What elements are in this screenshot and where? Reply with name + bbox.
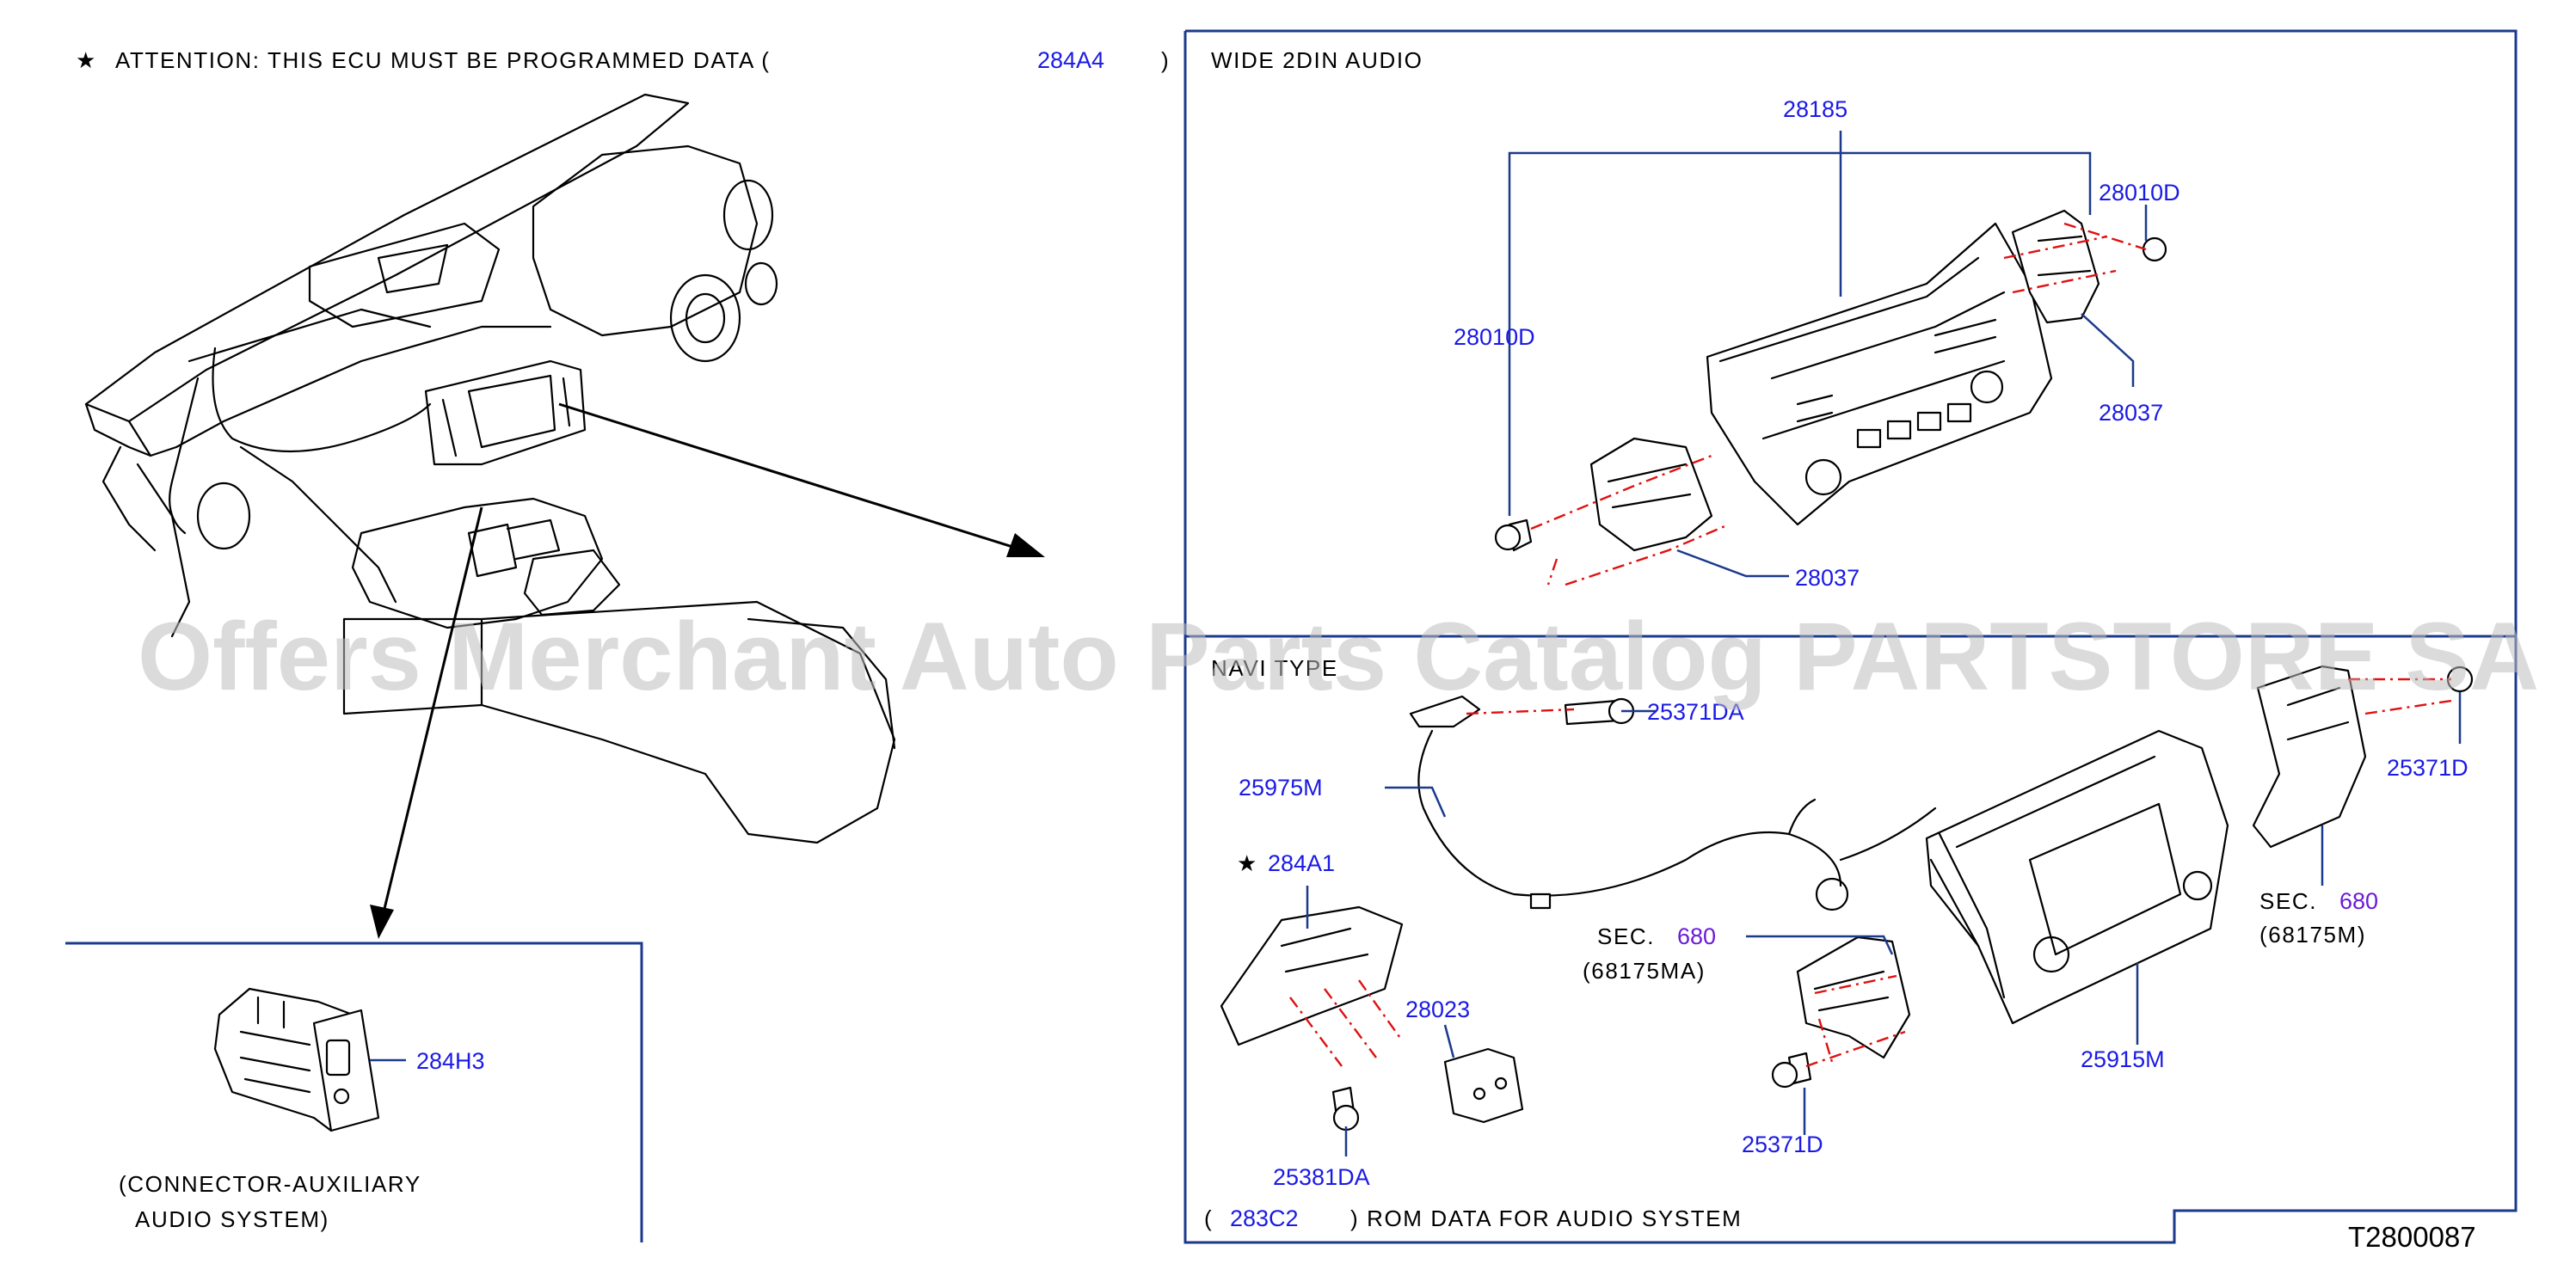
footer-rom-data-text: ) ROM DATA FOR AUDIO SYSTEM <box>1350 1205 1742 1231</box>
navi-footer: ( 283C2 ) ROM DATA FOR AUDIO SYSTEM <box>1204 1205 1742 1231</box>
sec-ref-left-prefix: SEC. <box>1597 923 1655 949</box>
diagram-code: T2800087 <box>2348 1221 2476 1253</box>
part-label-28023[interactable]: 28023 <box>1405 997 1470 1022</box>
attention-text: ATTENTION: THIS ECU MUST BE PROGRAMMED D… <box>115 47 771 73</box>
attention-header: ★ ATTENTION: THIS ECU MUST BE PROGRAMMED… <box>76 47 1170 73</box>
connector-caption-line2: AUDIO SYSTEM) <box>135 1206 329 1232</box>
part-label-28037-bottom[interactable]: 28037 <box>1795 565 1860 591</box>
part-label-28037-right[interactable]: 28037 <box>2099 400 2163 426</box>
attention-star: ★ <box>76 47 97 73</box>
dashboard-overview-illustration <box>84 93 896 844</box>
wide-section-title: WIDE 2DIN AUDIO <box>1211 47 1423 73</box>
part-label-25371D-bottom[interactable]: 25371D <box>1742 1132 1823 1157</box>
part-label-25975M[interactable]: 25975M <box>1239 775 1323 801</box>
arrow-head-to-audio <box>1006 533 1045 557</box>
aux-connector-illustration <box>213 987 380 1132</box>
part-label-25371D-right[interactable]: 25371D <box>2387 755 2468 781</box>
navi-section-title: NAVI TYPE <box>1211 655 1338 681</box>
wide-section-leaders <box>1508 131 2148 578</box>
sec-ref-left-sub: (68175MA) <box>1583 958 1706 984</box>
footer-part-code[interactable]: 283C2 <box>1230 1205 1299 1231</box>
wide-audio-unit-illustration <box>1494 209 2167 586</box>
sec-ref-right-prefix: SEC. <box>2259 888 2317 914</box>
part-label-25915M[interactable]: 25915M <box>2081 1046 2165 1072</box>
attention-close: ) <box>1161 47 1170 73</box>
detail-arrows <box>370 402 1045 939</box>
part-label-25381DA[interactable]: 25381DA <box>1273 1164 1370 1190</box>
sec-ref-right-sub: (68175M) <box>2259 922 2366 948</box>
arrow-head-to-connector <box>370 905 394 939</box>
connector-caption-line1: (CONNECTOR-AUXILIARY <box>119 1171 421 1197</box>
section-frames <box>65 29 2518 1244</box>
navi-section-leaders <box>1306 692 2462 1156</box>
attention-part-code[interactable]: 284A4 <box>1037 47 1104 73</box>
part-label-284A1[interactable]: 284A1 <box>1268 850 1335 876</box>
part-label-284A1-star: ★ <box>1237 850 1258 876</box>
part-label-28010D-right[interactable]: 28010D <box>2099 180 2180 206</box>
sec-ref-right-number[interactable]: 680 <box>2339 888 2378 914</box>
navi-unit-illustration <box>1220 665 2474 1132</box>
sec-ref-left-number[interactable]: 680 <box>1677 923 1716 949</box>
part-label-284H3[interactable]: 284H3 <box>416 1048 485 1074</box>
part-label-25371DA[interactable]: 25371DA <box>1647 699 1744 725</box>
part-label-28185[interactable]: 28185 <box>1783 96 1847 122</box>
footer-open-paren: ( <box>1204 1205 1213 1231</box>
part-label-28010D-left[interactable]: 28010D <box>1454 324 1535 350</box>
watermark: Offers Merchant Auto Parts Catalog PARTS… <box>138 603 2539 710</box>
